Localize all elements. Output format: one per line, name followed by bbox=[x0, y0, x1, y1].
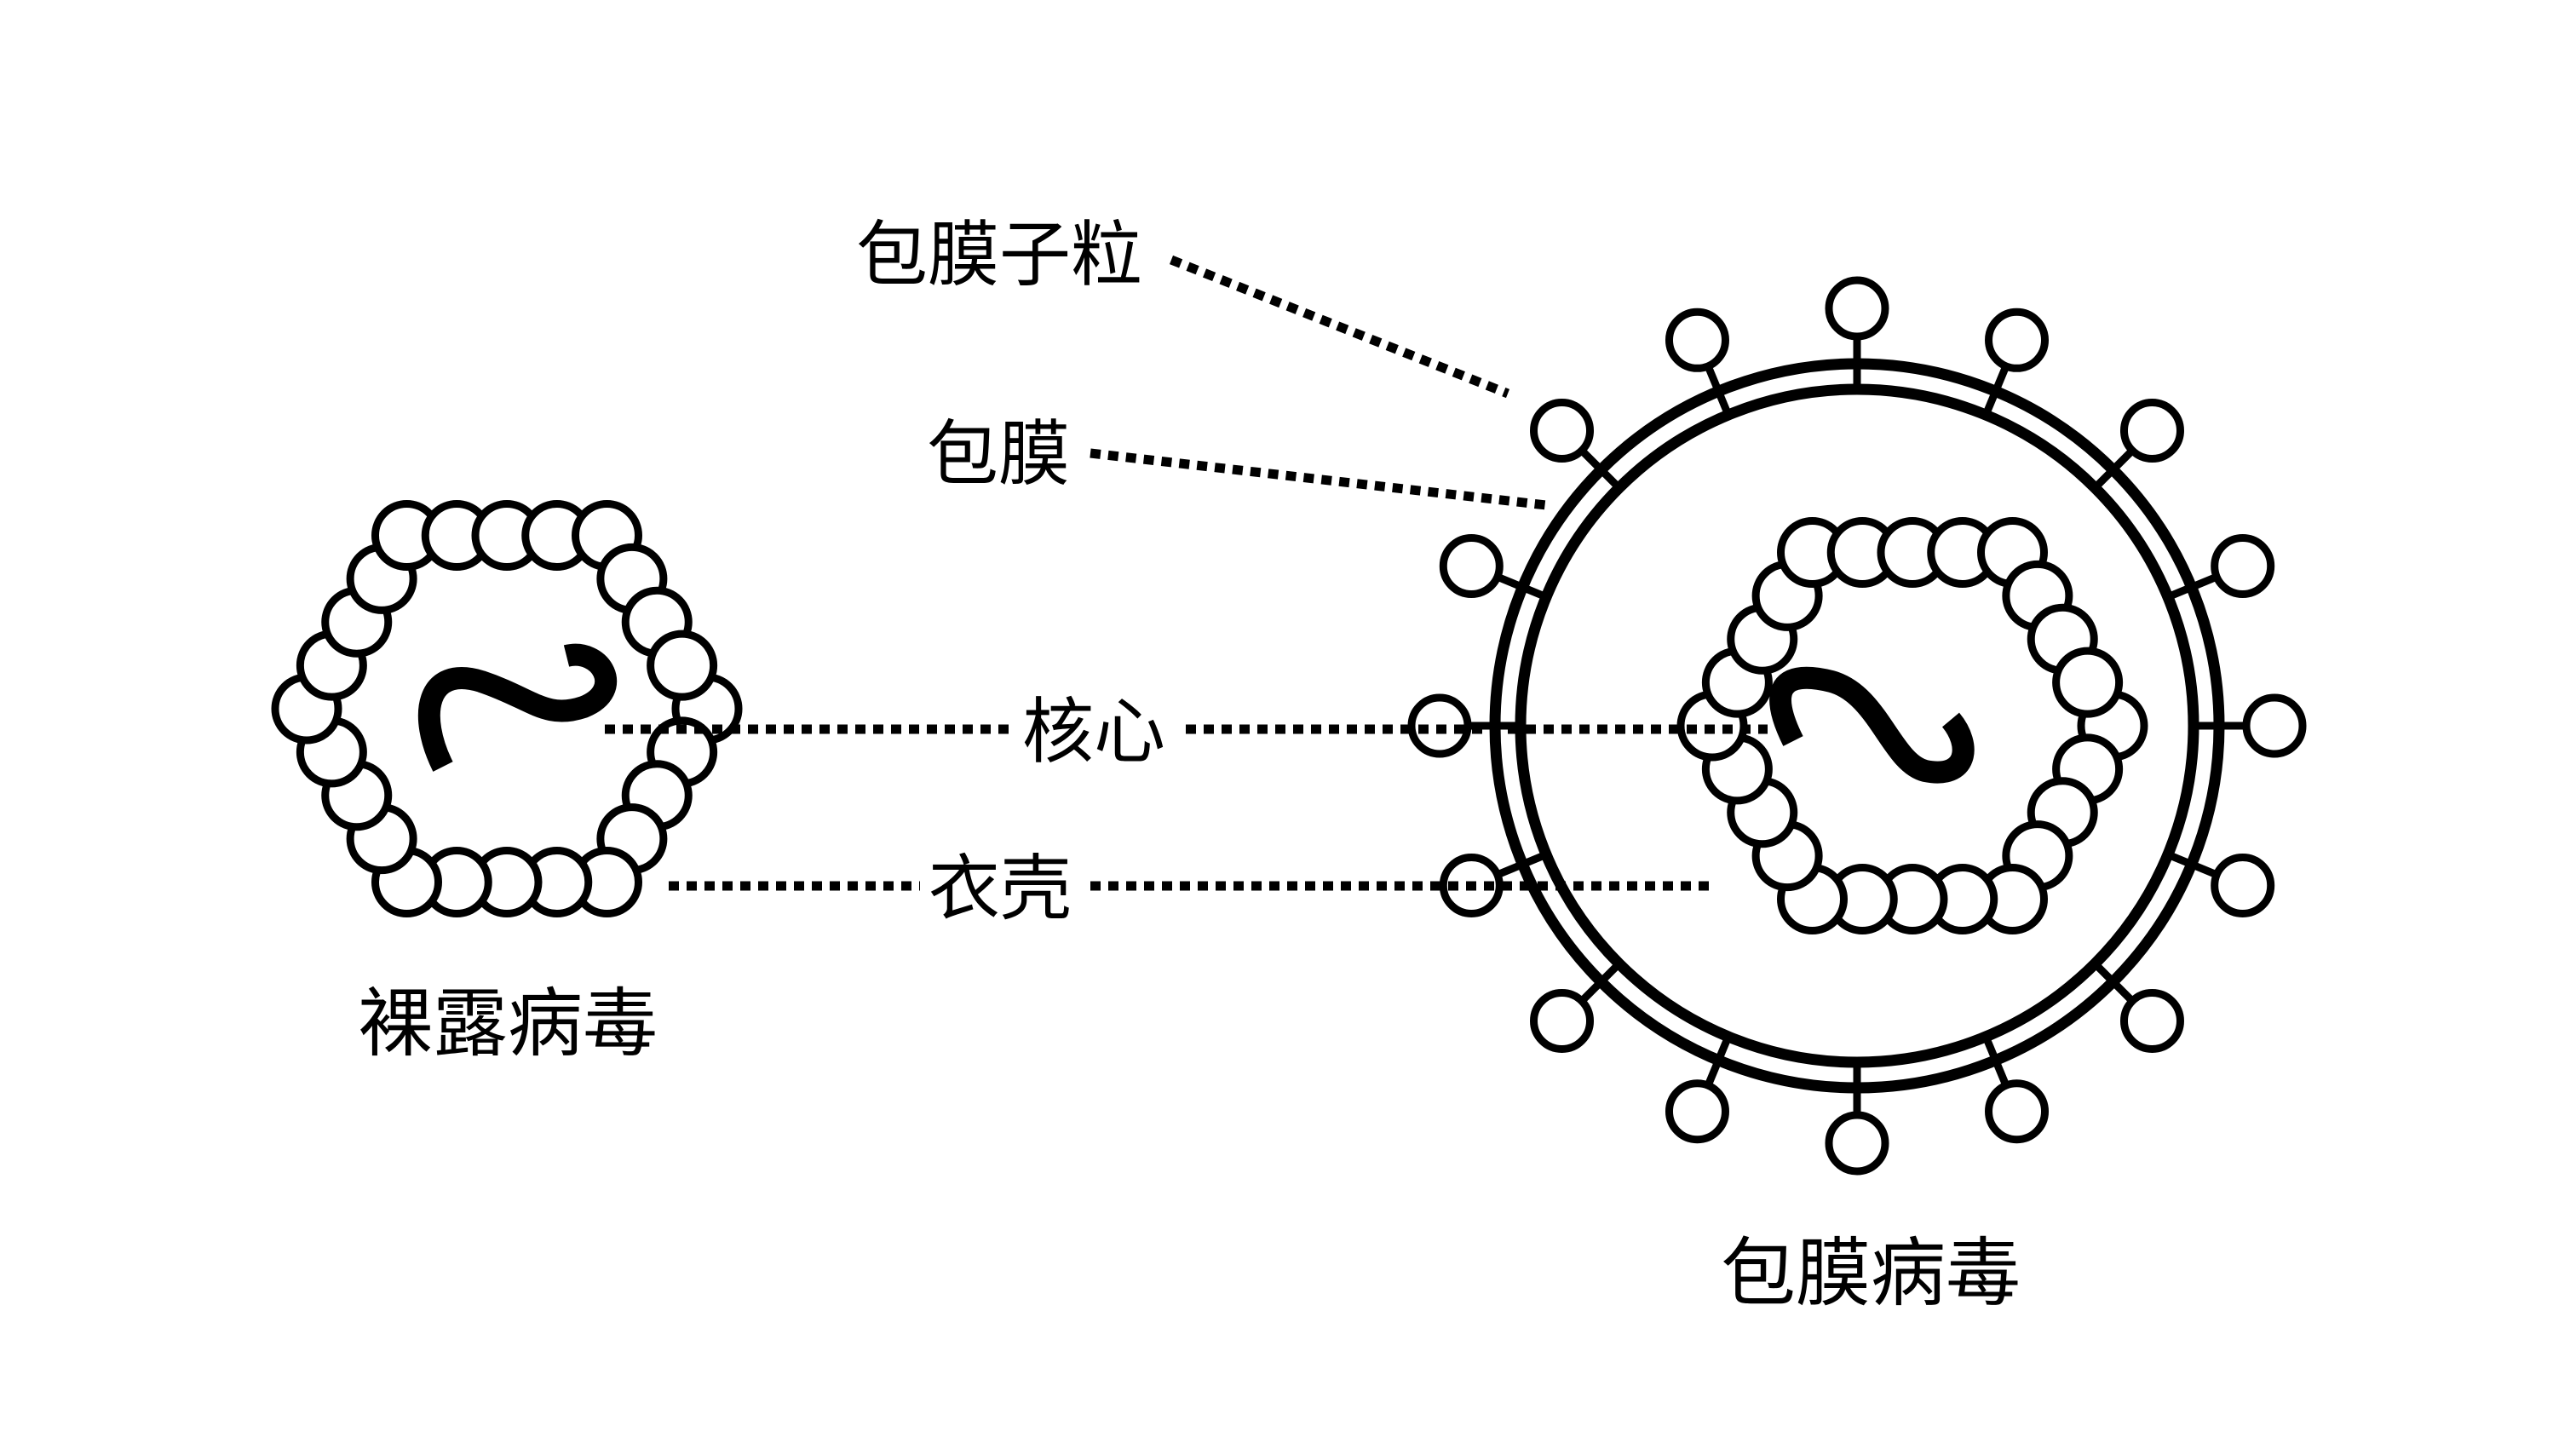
envelope-subunit-knob bbox=[1825, 276, 1889, 341]
envelope-subunit-stalk bbox=[1704, 1035, 1732, 1087]
naked-virus-capsid bbox=[271, 499, 743, 918]
envelope-subunit-stalk bbox=[1496, 572, 1548, 601]
enveloped-virus-label: 包膜病毒 bbox=[1721, 1229, 2021, 1317]
envelope-subunit-knob bbox=[1665, 308, 1729, 372]
envelope-subunit-knob bbox=[1825, 1111, 1889, 1176]
naked-virus bbox=[271, 499, 743, 918]
enveloped-virus-capsid bbox=[1676, 516, 2148, 935]
envelope-subunit-stalk bbox=[1578, 447, 1622, 491]
envelope-subunit-knob bbox=[2211, 854, 2275, 918]
envelope-subunit-stalk bbox=[1982, 1035, 2010, 1087]
enveloped-virus bbox=[1407, 276, 2307, 1176]
naked-virus-label: 裸露病毒 bbox=[358, 980, 658, 1067]
envelope-subunit-knob bbox=[2119, 988, 2184, 1053]
envelope-subunits bbox=[1407, 276, 2307, 1176]
envelope-subunit-knob bbox=[2242, 693, 2307, 758]
envelope-subunit-stalk bbox=[1704, 365, 1732, 417]
envelope-label: 包膜 bbox=[927, 412, 1070, 496]
capsomere bbox=[647, 630, 718, 701]
envelope-subunit-knob bbox=[1439, 533, 1504, 598]
envelope-subunit-stalk bbox=[2092, 961, 2136, 1004]
envelope-subunit-stalk bbox=[1578, 961, 1622, 1004]
envelope-subunit-knob bbox=[1530, 399, 1595, 463]
capsomere bbox=[2052, 647, 2124, 718]
envelope-subunit-stalk bbox=[2166, 572, 2218, 601]
envelope-subunit-stalk bbox=[2166, 851, 2218, 879]
core-label: 核心 bbox=[1022, 690, 1165, 773]
envelope-subunit-stalk bbox=[1496, 851, 1548, 879]
enveloped-virus-core-rna-icon bbox=[1769, 666, 1975, 784]
envelope-subunit-stalk bbox=[1982, 365, 2010, 417]
envelope-subunit-knob bbox=[1985, 308, 2050, 372]
envelope-subunit-stalk bbox=[2092, 447, 2136, 491]
envelope-subunit-knob bbox=[2211, 533, 2275, 598]
envelope-subunit-knob bbox=[1665, 1079, 1729, 1144]
envelope-subunit-leader bbox=[1169, 255, 1510, 399]
leader-lines bbox=[605, 255, 1768, 891]
envelope-subunit-knob bbox=[2119, 399, 2184, 463]
naked-virus-core-rna-icon bbox=[417, 643, 618, 772]
envelope-leader bbox=[1090, 448, 1547, 510]
envelope-subunit-knob bbox=[1985, 1079, 2050, 1144]
envelope-subunit-label: 包膜子粒 bbox=[856, 213, 1142, 296]
envelope-subunit-knob bbox=[1530, 988, 1595, 1053]
capsid-label: 衣壳 bbox=[929, 847, 1072, 930]
